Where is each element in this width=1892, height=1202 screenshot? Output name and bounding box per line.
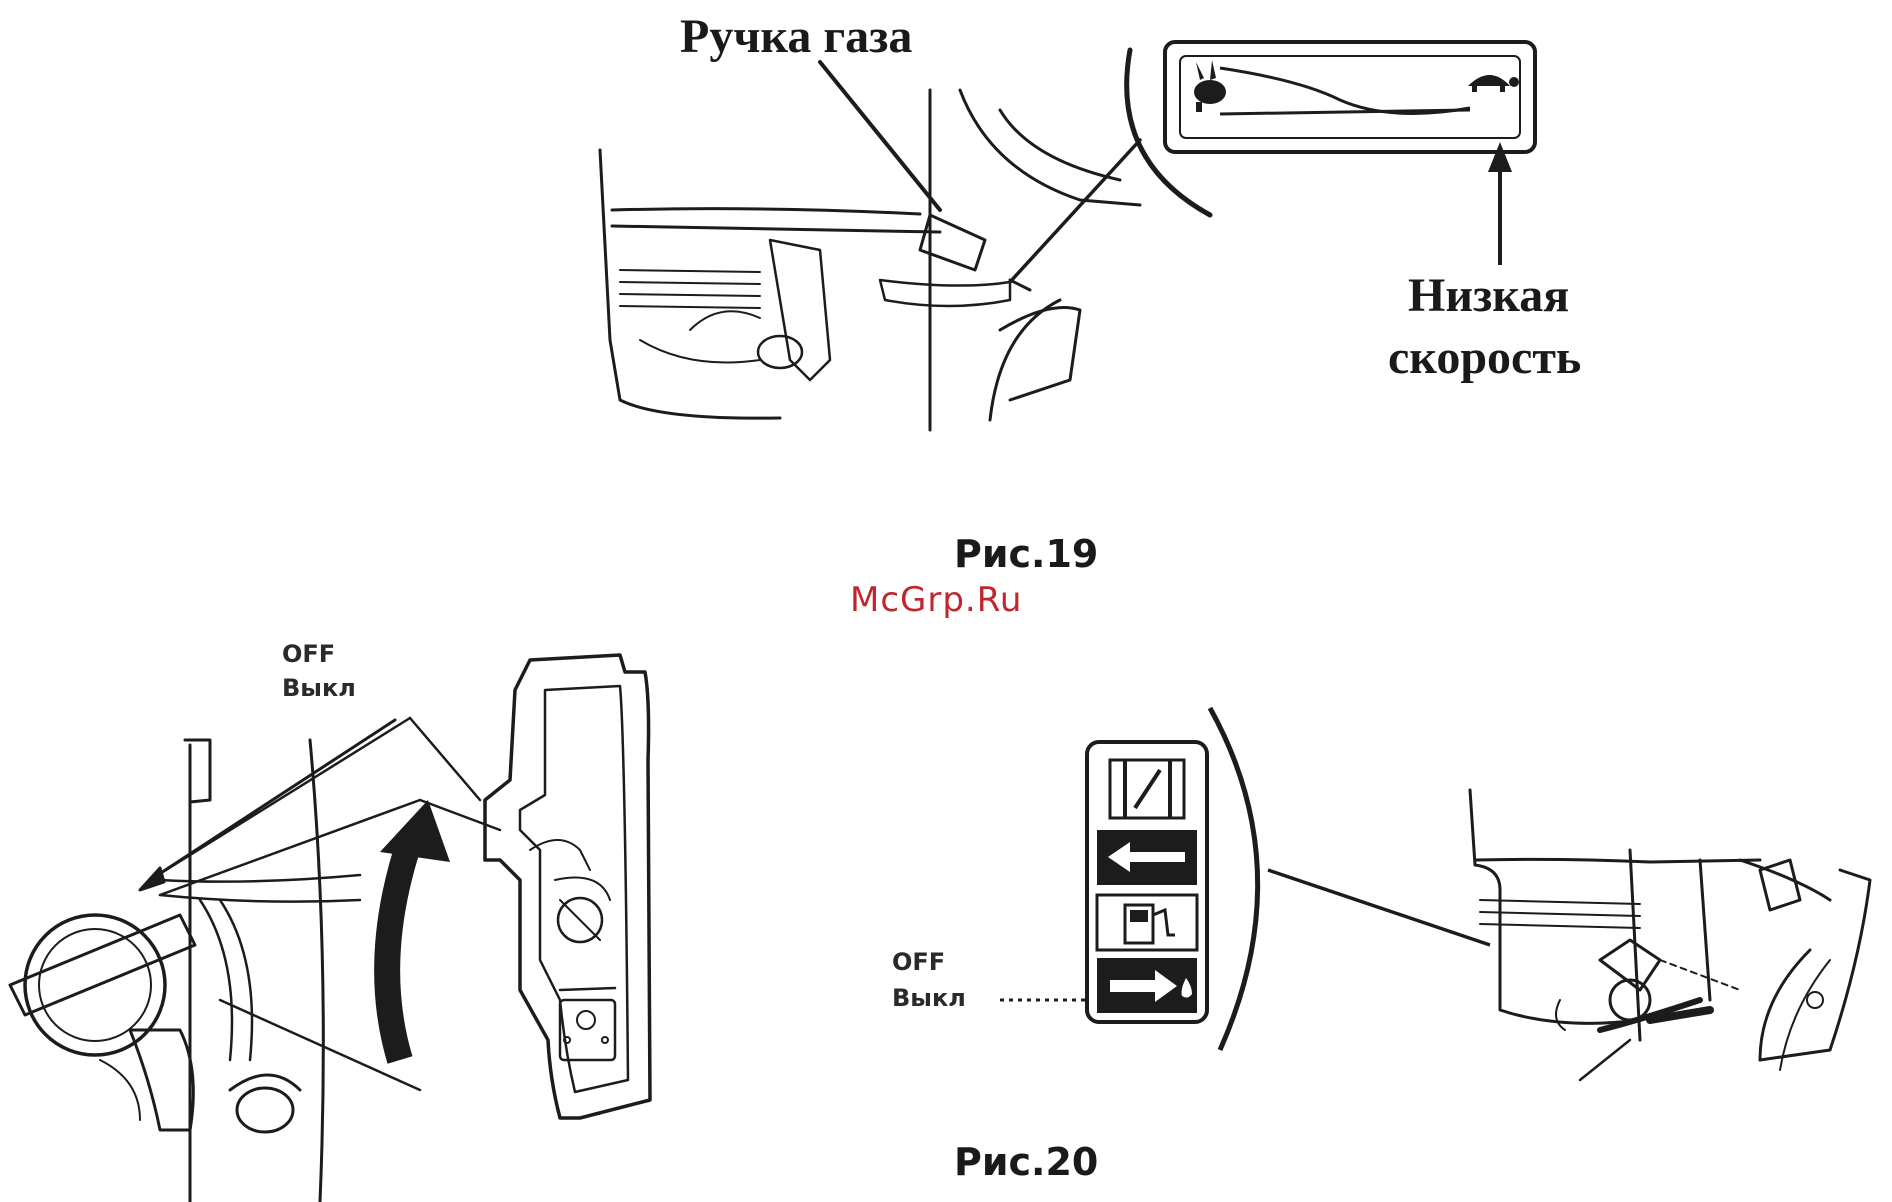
arrow-left-icon [1097,830,1197,885]
arrow-right-fuel-icon [1097,958,1197,1013]
fig19-speed-plate [1165,42,1535,265]
fig20-right-choke-plate [1000,708,1490,1050]
fig20-caption: Рис.20 [954,1140,1098,1184]
choke-icon [1110,760,1184,818]
fig20-left-valve-drawing [10,718,500,1202]
right-off-label-en: OFF [892,946,945,978]
fig20-left-cover-panel [485,655,650,1118]
watermark: McGrp.Ru [850,580,1022,620]
rotation-arrow-icon [380,800,450,1060]
left-off-label-en: OFF [282,638,335,670]
left-off-label-ru: Выкл [282,672,356,704]
fuel-pump-icon [1097,895,1197,950]
fig19-engine-drawing [600,50,1210,430]
fig19-caption: Рис.19 [954,532,1098,576]
fig20-right-engine-drawing [1470,790,1870,1080]
tortoise-icon [1468,75,1519,92]
right-off-label-ru: Выкл [892,982,966,1014]
low-speed-label-line2: скорость [1388,327,1581,389]
low-speed-label-line1: Низкая [1408,265,1569,327]
throttle-handle-label: Ручка газа [680,6,912,68]
